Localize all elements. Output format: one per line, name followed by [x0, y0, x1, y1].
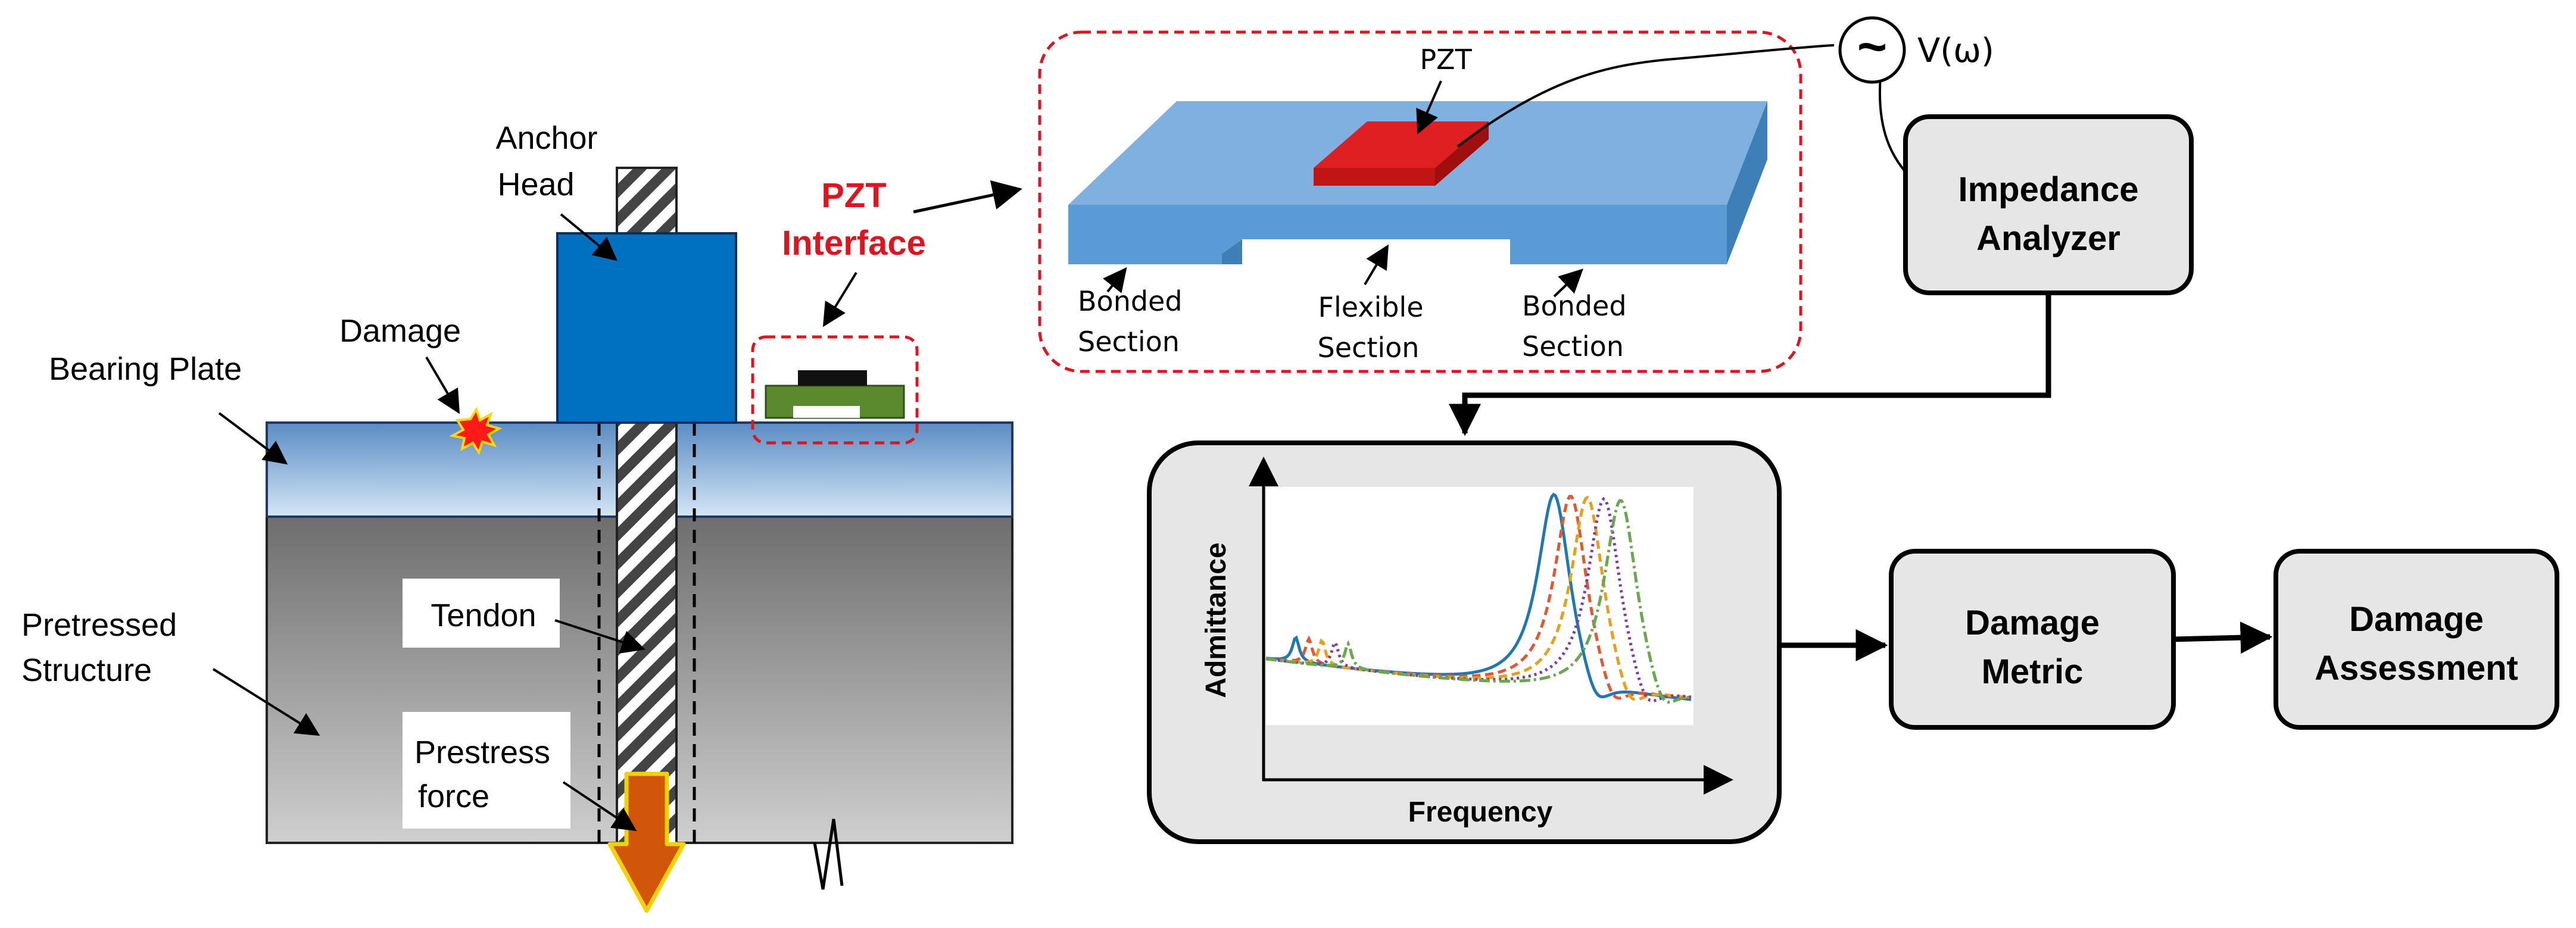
pzt-interface-label-2: Interface: [782, 224, 926, 263]
impedance-analyzer-label-1: Impedance: [1958, 170, 2139, 209]
pzt-pointer: [1416, 80, 1442, 135]
damage-assessment-label-1: Damage: [2349, 600, 2484, 639]
bonded-right-pointer: [1553, 268, 1583, 298]
plot-x-label: Frequency: [1408, 796, 1553, 828]
bearing-plate-pointer: [218, 412, 288, 465]
pzt-interface-box: [751, 335, 919, 445]
damage-assessment-label-2: Assessment: [2315, 649, 2518, 688]
pretressed-structure-pointer: [212, 668, 320, 736]
anchor-head-label-2: Head: [497, 167, 574, 202]
pzt-interface-patch: [798, 370, 867, 386]
pretressed-structure-label-2: Structure: [21, 652, 152, 688]
interface-detail-frame: [1038, 30, 1802, 373]
tendon-pointer: [554, 619, 645, 654]
flexible-pointer: [1364, 244, 1389, 286]
analyzer-to-plot-connector: [1449, 293, 2051, 436]
prestress-pointer: [562, 781, 637, 832]
admittance-curves: [1265, 492, 1692, 704]
pzt-wire: [1457, 44, 1835, 148]
damage-metric-label-2: Metric: [1982, 652, 2084, 691]
bonded-left-label-2: Section: [1078, 326, 1180, 358]
flexible-label-2: Section: [1318, 332, 1420, 364]
ac-source-symbol: ~: [1857, 18, 1887, 76]
tendon-label: Tendon: [431, 598, 536, 633]
pzt-interface-label-1: PZT: [821, 176, 887, 215]
interface-beam-side: [1727, 101, 1767, 264]
damage-burst-icon: [449, 407, 503, 455]
bearing-plate-label: Bearing Plate: [49, 351, 242, 387]
tendon-label-box: [403, 579, 560, 648]
ac-source-icon: [1838, 16, 1906, 84]
interface-beam-notch: [1222, 239, 1242, 264]
plot-y-label: Admittance: [1200, 542, 1232, 698]
admittance-curve-2: [1265, 495, 1692, 701]
interface-detail: PZT Bonded Section Flexible Section Bond…: [1038, 16, 1994, 373]
pzt-patch-top: [1314, 121, 1489, 168]
pzt-interface-gap: [793, 406, 860, 418]
bonded-right-label-2: Section: [1522, 330, 1624, 363]
voltage-label: V(ω): [1917, 32, 1994, 70]
pzt-patch-front: [1314, 168, 1435, 186]
processing-chain: Impedance Analyzer Admittance Frequency …: [1147, 114, 2559, 844]
pzt-interface-pointer: [822, 271, 857, 327]
damage-assessment-block: [2274, 549, 2559, 730]
interface-beam-front: [1068, 205, 1727, 264]
anchor-head-label-1: Anchor: [495, 120, 597, 156]
pzt-label: PZT: [1420, 43, 1472, 76]
prestress-force-label-1: Prestress: [414, 735, 550, 770]
flexible-label-1: Flexible: [1318, 291, 1423, 323]
anchor-head-pointer: [560, 213, 618, 261]
pzt-to-detail-arrow: [913, 180, 1022, 214]
pzt-patch-side: [1435, 121, 1489, 186]
pretressed-structure-label-1: Pretressed: [21, 607, 177, 643]
bonded-right-label-1: Bonded: [1522, 290, 1627, 322]
damage-label: Damage: [339, 313, 461, 349]
anchor-head: [556, 232, 737, 424]
admittance-plot-area: [1266, 487, 1694, 725]
impedance-analyzer-label-2: Analyzer: [1976, 219, 2120, 258]
damage-metric-label-1: Damage: [1965, 604, 2100, 642]
prestress-label-box: [403, 712, 570, 829]
prestress-force-label-2: force: [418, 779, 489, 814]
damage-pointer: [425, 356, 460, 414]
admittance-curve-5: [1265, 499, 1692, 704]
bonded-left-label-1: Bonded: [1078, 285, 1183, 317]
break-mark: [813, 818, 844, 890]
bonded-left-pointer: [1102, 267, 1127, 293]
metric-to-assessment-arrow: [2173, 621, 2273, 654]
structure-section: Anchor Head Damage Bearing Plate Pretres…: [21, 120, 1022, 913]
admittance-curve-4: [1265, 496, 1692, 702]
